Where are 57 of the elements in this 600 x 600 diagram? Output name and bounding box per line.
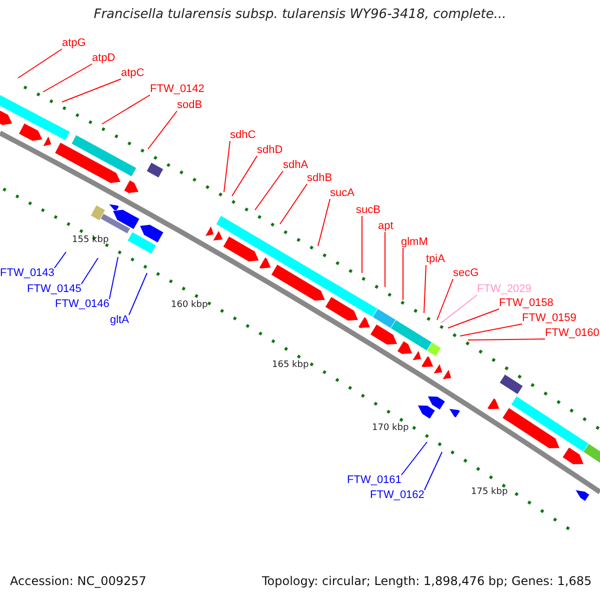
leader-line — [54, 252, 66, 268]
leader-line — [460, 324, 522, 336]
leader-line — [468, 338, 546, 340]
leader-line — [402, 248, 404, 300]
leader-line — [224, 140, 230, 192]
leader-line — [102, 94, 150, 124]
gene-label: apt — [378, 221, 394, 232]
gene-label: FTW_0145 — [27, 284, 82, 295]
leader-line — [80, 258, 98, 284]
leader-line — [280, 184, 308, 224]
leader-line — [424, 264, 426, 314]
scale-label: 160 kbp — [171, 301, 208, 310]
accession-text: Accession: NC_009257 — [10, 575, 146, 587]
leader-line — [448, 308, 500, 328]
scale-label: 155 kbp — [72, 236, 109, 245]
gene-label: atpG — [62, 38, 86, 49]
leader-line — [254, 170, 284, 210]
scale-label: 170 kbp — [372, 424, 409, 433]
leader-line — [42, 64, 92, 92]
scale-label: 165 kbp — [272, 361, 309, 370]
gene-label: secG — [453, 268, 479, 279]
gene-label: sdhC — [230, 130, 256, 141]
gene-label: glmM — [401, 237, 428, 248]
gene-label: gltA — [110, 315, 129, 326]
leader-line — [128, 272, 148, 316]
leader-line — [384, 232, 386, 288]
gene-label: atpC — [121, 68, 144, 79]
gene-label: FTW_0161 — [347, 475, 402, 486]
leader-line — [440, 294, 478, 324]
gene-label: FTW_0159 — [522, 313, 576, 324]
gene-label: sucB — [356, 205, 380, 216]
leader-line — [424, 452, 442, 490]
gene-label: sdhB — [307, 173, 332, 184]
leader-line — [108, 256, 118, 300]
leader-line — [18, 48, 62, 78]
leader-line — [232, 156, 258, 196]
gene-label: tpiA — [426, 254, 445, 265]
gene-label: sdhA — [283, 160, 308, 171]
gene-label: sucA — [330, 188, 354, 199]
leader-line — [400, 442, 428, 476]
gene-label: FTW_0162 — [370, 490, 424, 501]
gene-label: sodB — [177, 100, 202, 111]
leader-line — [148, 110, 178, 150]
leader-line — [62, 78, 122, 102]
leader-line — [318, 198, 330, 246]
scale-label: 175 kbp — [471, 488, 508, 497]
gene-label: FTW_0142 — [150, 84, 204, 95]
gene-label: FTW_0146 — [55, 299, 110, 310]
gene-label: FTW_0160 — [545, 328, 600, 339]
leader-line — [436, 278, 454, 320]
gene-label: sdhD — [257, 145, 283, 156]
topology-text: Topology: circular; Length: 1,898,476 bp; Genes: 1,685 — [262, 575, 592, 587]
gene-label: FTW_0143 — [0, 268, 54, 279]
gene-label: FTW_0158 — [499, 298, 554, 309]
gene-label: atpD — [92, 53, 116, 64]
gene-label: FTW_2029 — [477, 284, 532, 295]
diagram-title: Francisella tularensis subsp. tularensis WY96-3418, complete... — [92, 8, 508, 21]
